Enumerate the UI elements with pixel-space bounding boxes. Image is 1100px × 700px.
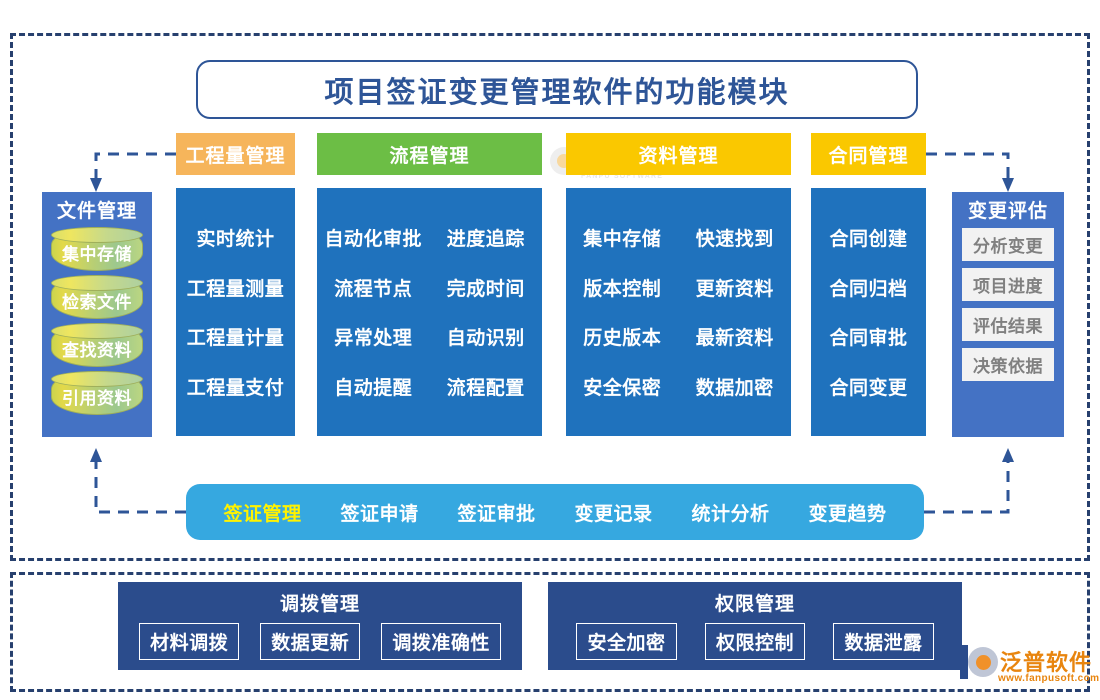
feature-item[interactable]: 快速找到	[695, 229, 774, 251]
column-contract-row: 合同归档	[811, 274, 926, 301]
panel-transfer-management: 调拨管理 材料调拨 数据更新 调拨准确性	[118, 582, 522, 670]
category-header-contract[interactable]: 合同管理	[811, 133, 926, 175]
panel-permission-management: 权限管理 安全加密 权限控制 数据泄露	[548, 582, 962, 670]
panel-transfer-management-row: 材料调拨 数据更新 调拨准确性	[118, 623, 522, 660]
column-contract-row: 合同变更	[811, 373, 926, 400]
feature-item[interactable]: 合同审批	[829, 328, 908, 350]
feature-item[interactable]: 版本控制	[583, 278, 662, 300]
category-header-quantity-label: 工程量管理	[185, 145, 286, 167]
evaluation-item[interactable]: 项目进度	[962, 268, 1054, 301]
evaluation-item[interactable]: 决策依据	[962, 348, 1054, 381]
visa-management-bar: 签证管理 签证申请 签证审批 变更记录 统计分析 变更趋势	[186, 484, 924, 540]
outer-dashed-frame-bottom	[10, 572, 1090, 692]
cylinder-item[interactable]: 查找资料	[51, 323, 143, 367]
panel-item[interactable]: 数据更新	[260, 623, 361, 660]
column-process: 自动化审批 进度追踪 流程节点 完成时间 异常处理 自动识别 自动提醒 流程配置	[317, 188, 542, 436]
feature-item[interactable]: 自动识别	[446, 328, 525, 350]
feature-item[interactable]: 合同归档	[829, 278, 908, 300]
feature-item[interactable]: 自动化审批	[324, 229, 422, 251]
cylinder-item[interactable]: 检索文件	[51, 275, 143, 319]
page-title: 项目签证变更管理软件的功能模块	[196, 60, 918, 119]
column-quantity-row: 工程量支付	[176, 373, 295, 400]
panel-item[interactable]: 材料调拨	[139, 623, 240, 660]
feature-item[interactable]: 合同变更	[829, 377, 908, 399]
feature-item[interactable]: 实时统计	[196, 229, 275, 251]
feature-item[interactable]: 异常处理	[334, 328, 413, 350]
feature-item[interactable]: 更新资料	[695, 278, 774, 300]
column-document-row: 安全保密 数据加密	[566, 373, 791, 400]
visa-bar-item[interactable]: 统计分析	[691, 503, 770, 525]
feature-item[interactable]: 流程节点	[334, 278, 413, 300]
feature-item[interactable]: 流程配置	[446, 377, 525, 399]
category-header-process-label: 流程管理	[389, 145, 470, 167]
feature-item[interactable]: 安全保密	[583, 377, 662, 399]
feature-item[interactable]: 进度追踪	[446, 229, 525, 251]
category-header-document-label: 资料管理	[638, 145, 719, 167]
visa-bar-item[interactable]: 变更记录	[574, 503, 653, 525]
sidebar-change-evaluation-title: 变更评估	[967, 201, 1048, 222]
feature-item[interactable]: 合同创建	[829, 229, 908, 251]
column-process-row: 自动提醒 流程配置	[317, 373, 542, 400]
cylinder-item[interactable]: 集中存储	[51, 227, 143, 271]
feature-item[interactable]: 集中存储	[583, 229, 662, 251]
sidebar-file-management-title: 文件管理	[56, 201, 137, 222]
column-process-row: 流程节点 完成时间	[317, 274, 542, 301]
column-contract-row: 合同创建	[811, 224, 926, 251]
column-quantity: 实时统计 工程量测量 工程量计量 工程量支付	[176, 188, 295, 436]
feature-item[interactable]: 工程量支付	[186, 377, 285, 399]
sidebar-change-evaluation: 变更评估 分析变更 项目进度 评估结果 决策依据	[952, 192, 1064, 437]
visa-bar-item-primary[interactable]: 签证管理	[223, 503, 302, 525]
feature-item[interactable]: 工程量测量	[186, 278, 285, 300]
page-title-text: 项目签证变更管理软件的功能模块	[324, 76, 790, 109]
logo-url: www.fanpusoft.com	[998, 673, 1100, 684]
column-document-row: 集中存储 快速找到	[566, 224, 791, 251]
outer-dashed-frame-top	[10, 33, 1090, 561]
column-contract-row: 合同审批	[811, 323, 926, 350]
column-contract: 合同创建 合同归档 合同审批 合同变更	[811, 188, 926, 436]
column-process-row: 自动化审批 进度追踪	[317, 224, 542, 251]
column-quantity-row: 工程量计量	[176, 323, 295, 350]
cylinder-item[interactable]: 引用资料	[51, 371, 143, 415]
feature-item[interactable]: 最新资料	[695, 328, 774, 350]
panel-item[interactable]: 调拨准确性	[381, 623, 501, 660]
visa-bar-item[interactable]: 变更趋势	[808, 503, 887, 525]
column-process-row: 异常处理 自动识别	[317, 323, 542, 350]
column-document: 集中存储 快速找到 版本控制 更新资料 历史版本 最新资料 安全保密 数据加密	[566, 188, 791, 436]
panel-permission-management-row: 安全加密 权限控制 数据泄露	[548, 623, 962, 660]
logo-accent-bar	[960, 645, 968, 679]
column-quantity-row: 实时统计	[176, 224, 295, 251]
cylinder-item-label: 查找资料	[62, 340, 132, 360]
panel-item[interactable]: 安全加密	[576, 623, 677, 660]
sidebar-file-management: 文件管理 集中存储 检索文件 查找资料 引用资料	[42, 192, 152, 437]
logo-mark-icon	[968, 647, 998, 677]
column-quantity-row: 工程量测量	[176, 274, 295, 301]
feature-item[interactable]: 工程量计量	[186, 328, 285, 350]
column-document-row: 历史版本 最新资料	[566, 323, 791, 350]
evaluation-item[interactable]: 评估结果	[962, 308, 1054, 341]
panel-item[interactable]: 数据泄露	[833, 623, 934, 660]
visa-bar-item[interactable]: 签证申请	[340, 503, 419, 525]
cylinder-item-label: 引用资料	[62, 388, 132, 408]
feature-item[interactable]: 自动提醒	[334, 377, 413, 399]
evaluation-item[interactable]: 分析变更	[962, 228, 1054, 261]
cylinder-item-label: 集中存储	[62, 244, 132, 264]
company-logo: 泛普软件 www.fanpusoft.com	[960, 645, 1099, 693]
category-header-process[interactable]: 流程管理	[317, 133, 542, 175]
feature-item[interactable]: 数据加密	[695, 377, 774, 399]
category-header-contract-label: 合同管理	[828, 145, 909, 167]
panel-permission-management-title: 权限管理	[714, 594, 795, 615]
category-header-quantity[interactable]: 工程量管理	[176, 133, 295, 175]
category-header-document[interactable]: 资料管理	[566, 133, 791, 175]
logo-name: 泛普软件	[1000, 650, 1093, 675]
feature-item[interactable]: 完成时间	[446, 278, 525, 300]
visa-bar-item[interactable]: 签证审批	[457, 503, 536, 525]
feature-item[interactable]: 历史版本	[583, 328, 662, 350]
column-document-row: 版本控制 更新资料	[566, 274, 791, 301]
panel-item[interactable]: 权限控制	[704, 623, 805, 660]
panel-transfer-management-title: 调拨管理	[279, 594, 360, 615]
cylinder-item-label: 检索文件	[62, 292, 132, 312]
